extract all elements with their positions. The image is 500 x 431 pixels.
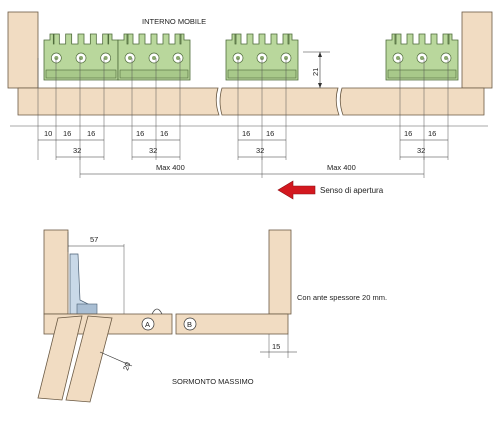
height-arrow-top: [318, 52, 322, 57]
opened-door-2: [65, 315, 113, 403]
hinge-base: [119, 69, 189, 79]
max-label-right: Max 400: [327, 163, 356, 172]
screw-head: [54, 56, 59, 60]
group-label: 32: [73, 146, 81, 155]
pitch-label: 16: [160, 129, 168, 138]
group-label: 32: [417, 146, 425, 155]
screw-head: [128, 56, 132, 60]
screw-head: [79, 56, 83, 60]
screw-head: [396, 56, 400, 60]
fascia-left: [17, 87, 220, 116]
screw-head: [420, 56, 424, 60]
pitch-label: 16: [404, 129, 412, 138]
height-arrow-bottom: [318, 83, 322, 88]
flap-b: [175, 313, 289, 335]
screw-head: [103, 56, 108, 60]
thickness-note: Con ante spessore 20 mm.: [297, 293, 387, 302]
hinge-plate: [76, 303, 98, 315]
opening-arrow-icon: [277, 180, 316, 200]
height-dim-label: 21: [311, 68, 320, 76]
extension-lines: [37, 58, 449, 160]
group-label: 32: [149, 146, 157, 155]
left-cabinet-side: [7, 11, 39, 89]
hinge-rows: [43, 33, 459, 81]
marker-b-label: B: [187, 320, 192, 329]
fascia-right: [339, 87, 485, 116]
screw-head: [152, 56, 156, 60]
flap-hinge-knuckle: [151, 308, 163, 315]
max-label-left: Max 400: [156, 163, 185, 172]
fascia-middle: [219, 87, 340, 116]
interior-label: INTERNO MOBILE: [142, 17, 206, 26]
screw-head: [444, 56, 448, 60]
door-thickness-label: 20: [121, 361, 132, 372]
pitch-label: 16: [242, 129, 250, 138]
screw-head: [176, 56, 180, 60]
marker-b: [183, 317, 197, 331]
side-right-panel: [268, 229, 292, 315]
pitch-label: 16: [266, 129, 274, 138]
edge-dim-label: 15: [272, 342, 280, 351]
opened-door-1: [37, 315, 83, 401]
opening-label: Senso di apertura: [320, 186, 384, 195]
caption: SORMONTO MASSIMO: [172, 377, 254, 386]
right-cabinet-side: [461, 11, 493, 89]
hinge-group: [43, 33, 119, 81]
marker-a: [141, 317, 155, 331]
group-label: 32: [256, 146, 264, 155]
pitch-label: 16: [87, 129, 95, 138]
pitch-label: 16: [428, 129, 436, 138]
marker-a-label: A: [145, 320, 150, 329]
door-thickness-line: [99, 351, 133, 367]
hinge-group: [385, 33, 459, 81]
pitch-label: 16: [63, 129, 71, 138]
pitch-label: 16: [136, 129, 144, 138]
hinge-base: [387, 69, 457, 79]
hinge-group: [117, 33, 191, 81]
overlay-dim-label: 57: [90, 235, 98, 244]
pitch-label-10: 10: [44, 129, 52, 138]
hinge-base: [45, 69, 117, 79]
side-left-panel: [43, 229, 69, 315]
